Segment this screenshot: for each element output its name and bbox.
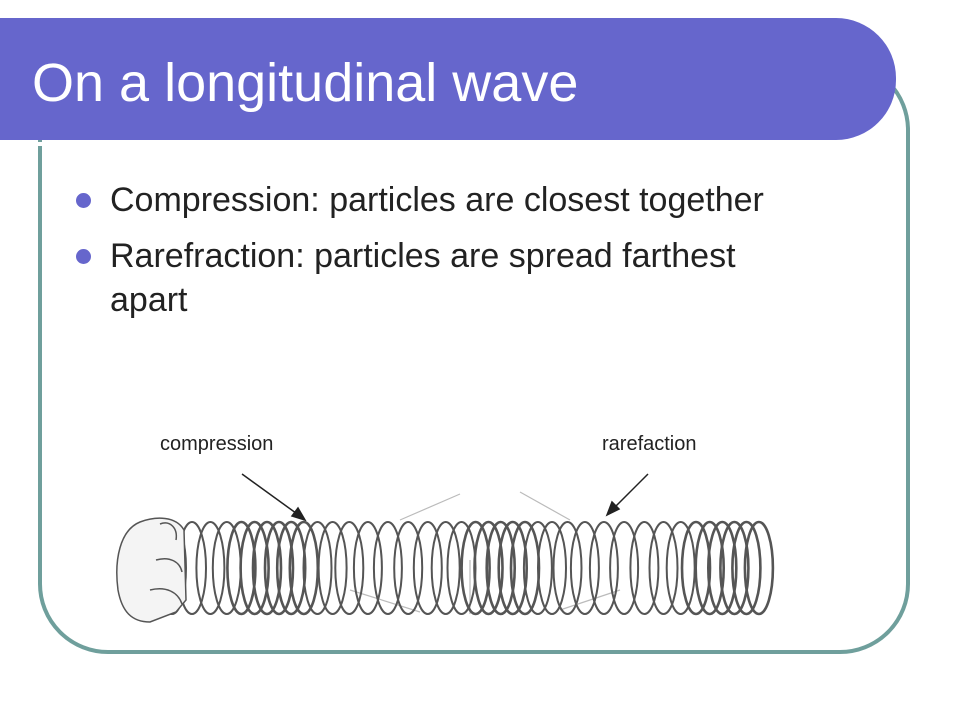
- slide-title: On a longitudinal wave: [32, 53, 579, 113]
- coil-ring: [226, 520, 257, 616]
- bullet-list: Compression: particles are closest toget…: [76, 178, 816, 334]
- coil-ring: [588, 521, 619, 615]
- coil-ring: [629, 521, 660, 615]
- coil-ring: [334, 521, 365, 615]
- slinky-coils: [157, 520, 775, 616]
- coil-ring: [569, 521, 600, 615]
- coil-ring: [239, 520, 270, 616]
- coil-ring: [412, 521, 443, 615]
- bullet-compression: Compression: particles are closest toget…: [76, 178, 816, 222]
- coil-ring: [522, 521, 553, 615]
- coil-ring: [393, 521, 424, 615]
- coil-ring: [706, 520, 738, 616]
- bullet-text: Rarefraction: particles are spread farth…: [110, 237, 736, 319]
- coil-ring: [719, 520, 750, 616]
- bullet-dot-icon: [76, 249, 91, 264]
- compression-label: compression: [160, 433, 273, 455]
- coil-ring: [195, 521, 226, 615]
- rarefaction-label: rarefaction: [602, 433, 697, 455]
- coil-ring: [352, 521, 383, 615]
- bullet-dot-icon: [76, 193, 91, 208]
- coil-ring: [372, 521, 403, 615]
- coil-ring: [743, 520, 775, 616]
- title-underline: [0, 142, 848, 146]
- coil-ring: [497, 520, 529, 616]
- rarefaction-arrow-icon: [605, 473, 649, 517]
- title-bar: On a longitudinal wave: [0, 18, 896, 146]
- bullet-rarefaction: Rarefraction: particles are spread farth…: [76, 234, 816, 322]
- coil-ring: [485, 520, 517, 616]
- coil-ring: [473, 520, 504, 616]
- coil-ring: [552, 521, 583, 615]
- coil-ring: [694, 520, 726, 616]
- compression-arrow-icon: [241, 473, 307, 522]
- bullet-text: Compression: particles are closest toget…: [110, 181, 764, 219]
- coil-ring: [537, 521, 567, 615]
- coil-ring: [302, 521, 333, 615]
- coil-ring: [680, 520, 712, 616]
- hand-icon: [116, 517, 187, 623]
- coil-ring: [460, 520, 491, 616]
- coil-ring: [609, 521, 640, 615]
- coil-ring: [648, 521, 679, 615]
- coil-ring: [263, 520, 295, 616]
- coil-ring: [251, 520, 283, 616]
- coil-ring: [317, 521, 348, 615]
- coil-ring: [430, 521, 461, 615]
- coil-ring: [731, 520, 762, 616]
- coil-ring: [275, 520, 307, 616]
